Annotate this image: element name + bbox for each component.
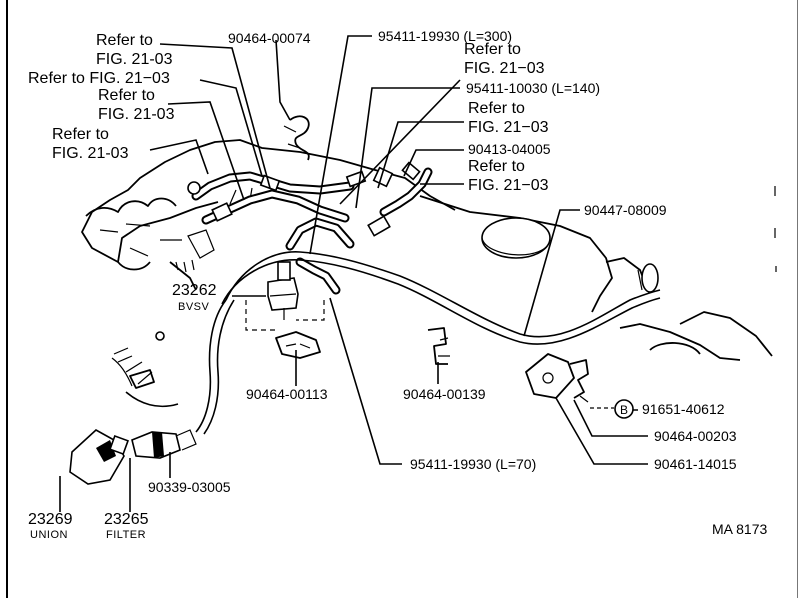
ref-4-line2: FIG. 21-03 — [52, 145, 129, 162]
ref-4-line1: Refer to — [52, 126, 109, 143]
ref-3-line1: Refer to — [98, 87, 155, 104]
leader-lines — [59, 35, 648, 512]
misc-fittings — [111, 347, 155, 389]
fittings — [155, 161, 421, 341]
part-90464-00139: 90464-00139 — [403, 386, 486, 402]
part-95411-10030-l140: 95411-10030 (L=140) — [466, 80, 601, 96]
part-95411-19930-l70: 95411-19930 (L=70) — [410, 456, 537, 472]
clamp-90464-00074 — [283, 115, 310, 161]
ref-7-line2: FIG. 21−03 — [468, 177, 549, 194]
part-95411-19930-l300: 95411-19930 (L=300) — [378, 28, 513, 44]
engine-block — [81, 139, 456, 291]
bolt-marker-letter: B — [620, 403, 628, 417]
ref-2: Refer to FIG. 21−03 — [28, 70, 170, 87]
part-23262-number: 23262 — [172, 282, 217, 299]
ref-5-line2: FIG. 21−03 — [464, 60, 545, 77]
ref-7-line1: Refer to — [468, 158, 525, 175]
part-90339-03005: 90339-03005 — [148, 479, 231, 495]
bolt-marker-circle — [614, 399, 634, 419]
part-23269-number: 23269 — [28, 511, 73, 528]
part-90447-08009: 90447-08009 — [584, 202, 667, 218]
ref-1-line2: FIG. 21-03 — [96, 51, 173, 68]
clamp-90464-00139 — [427, 327, 450, 365]
part-91651-40612: 91651-40612 — [642, 401, 725, 417]
part-23265-name: FILTER — [106, 529, 147, 541]
bracket-90461-14015 — [525, 353, 589, 403]
part-23265-number: 23265 — [104, 511, 149, 528]
part-90464-00074: 90464-00074 — [228, 30, 311, 46]
radiator-tank — [419, 186, 777, 361]
ref-6-line2: FIG. 21−03 — [468, 119, 549, 136]
part-90464-00113: 90464-00113 — [246, 386, 328, 402]
ref-5-line1: Refer to — [464, 41, 521, 58]
ref-6-line1: Refer to — [468, 100, 525, 117]
part-23262-name: BVSV — [178, 301, 210, 313]
filter-23265 — [131, 429, 197, 459]
bvsv-valve — [267, 261, 299, 320]
figure-code: MA 8173 — [712, 521, 768, 537]
ref-3-line2: FIG. 21-03 — [98, 106, 175, 123]
clamp-90464-00113 — [275, 331, 321, 359]
part-90464-00203: 90464-00203 — [654, 428, 737, 444]
ref-1-line1: Refer to — [96, 32, 153, 49]
part-23269-name: UNION — [30, 529, 68, 541]
part-90413-04005: 90413-04005 — [468, 141, 551, 157]
union-23269 — [69, 429, 129, 485]
part-90461-14015: 90461-14015 — [654, 456, 737, 472]
